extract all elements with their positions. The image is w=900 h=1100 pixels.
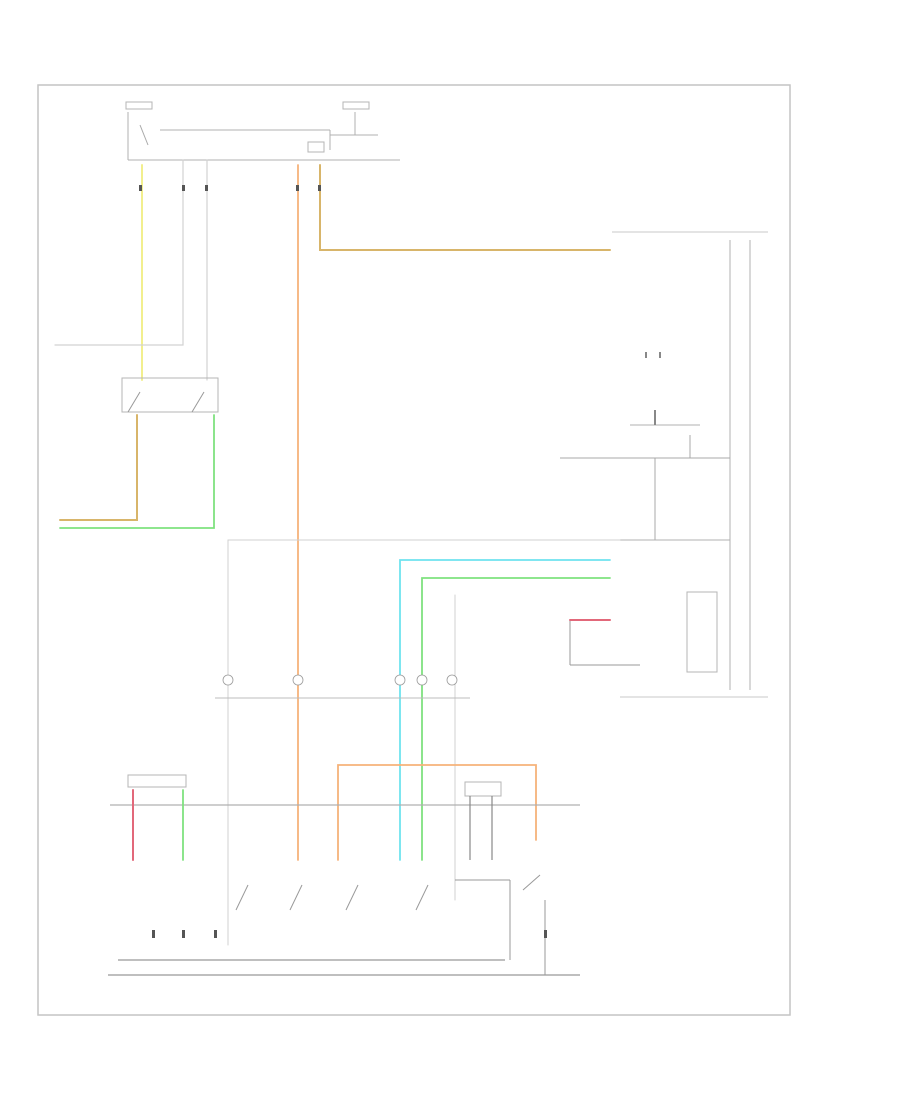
wire-cyan bbox=[399, 559, 611, 861]
connector-row bbox=[215, 674, 470, 699]
fuse-block bbox=[125, 101, 400, 161]
wire-yellow-black-left bbox=[59, 414, 138, 521]
wire-yellow-black bbox=[319, 164, 611, 251]
wire-green-right bbox=[421, 577, 611, 861]
pin-markers bbox=[139, 185, 547, 938]
wire-orange-bracket bbox=[337, 764, 537, 861]
switch-row bbox=[235, 874, 541, 960]
diagram-frame bbox=[37, 84, 791, 1016]
module-internals bbox=[560, 352, 730, 673]
cruise-switch bbox=[121, 377, 219, 413]
wire-green-left bbox=[59, 414, 215, 529]
wire-gray-top-1 bbox=[54, 159, 184, 346]
